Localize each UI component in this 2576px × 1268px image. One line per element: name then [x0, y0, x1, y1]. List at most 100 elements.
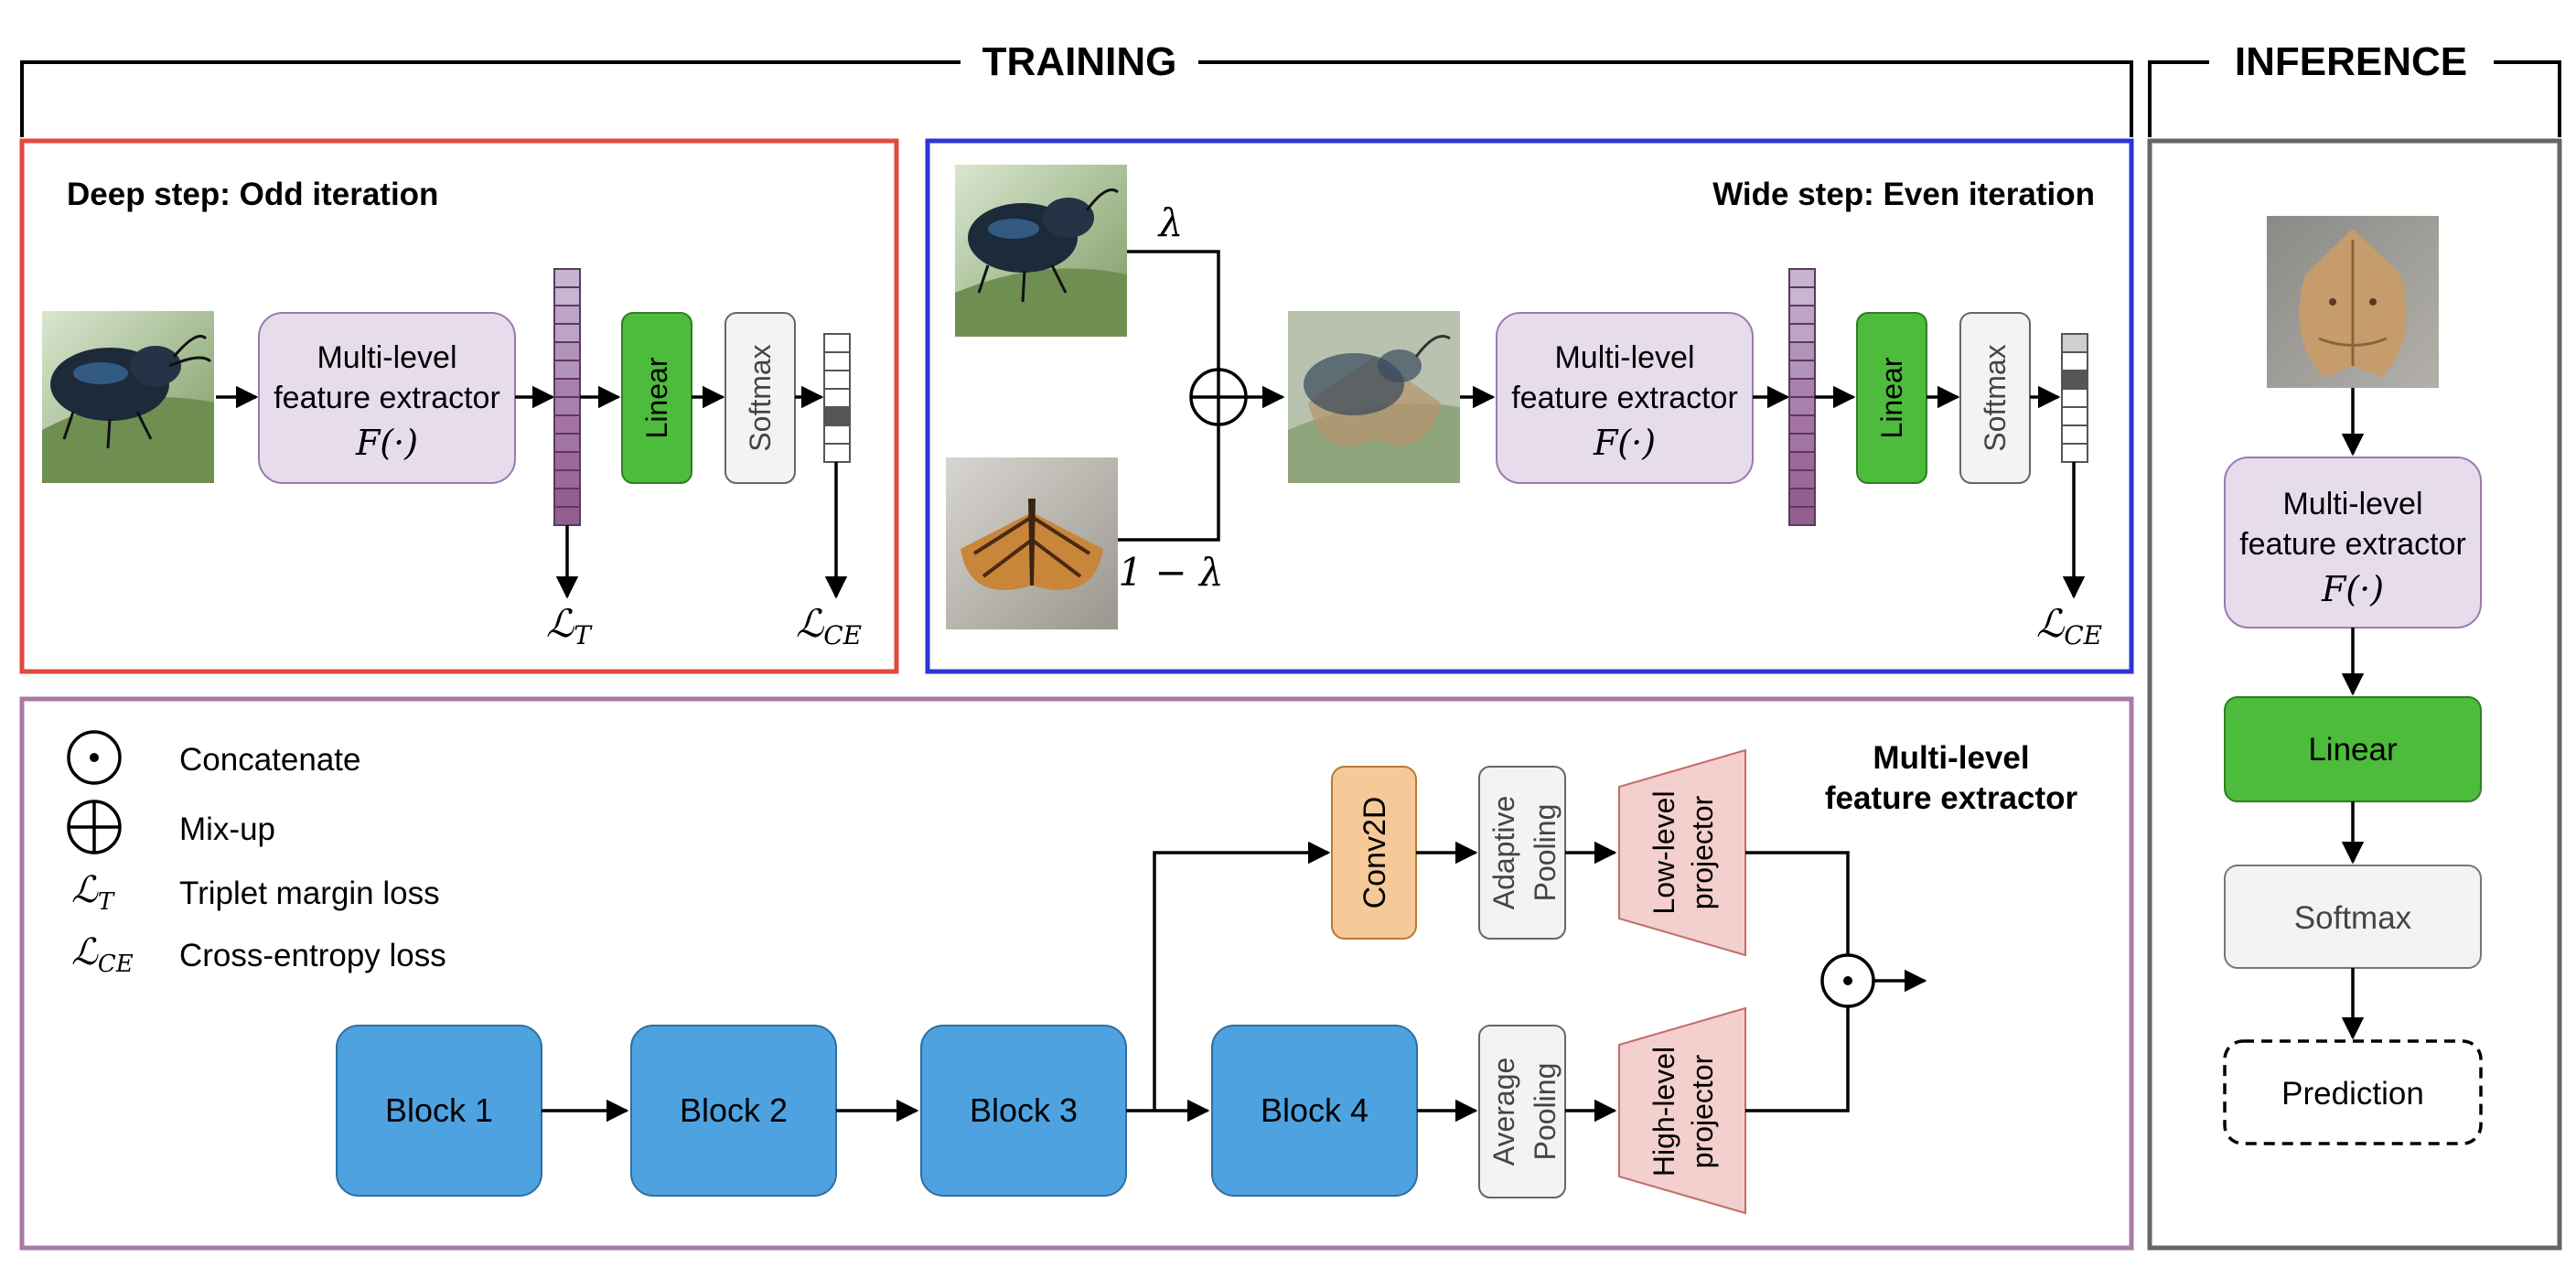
vector-cell — [2061, 388, 2088, 408]
vector-cell — [1788, 396, 1816, 416]
wide-prob-vector — [2061, 333, 2088, 463]
brown-moth-photo-icon — [2267, 216, 2439, 388]
vector-cell — [2061, 443, 2088, 463]
prediction-box — [2223, 1039, 2483, 1145]
vector-cell — [553, 286, 581, 306]
vector-cell — [1788, 341, 1816, 361]
adaptive-pooling-line1: Adaptive — [1487, 796, 1520, 910]
average-pooling-line1: Average — [1487, 1058, 1520, 1166]
inference-panel: Multi-level feature extractor F(·) Linea… — [2147, 138, 2562, 1251]
legend-triplet-symbol: ℒT — [71, 869, 115, 916]
concatenate-icon — [67, 730, 122, 785]
vector-cell — [1788, 305, 1816, 325]
deep-loss-t: ℒT — [546, 601, 593, 650]
vector-cell — [823, 388, 851, 408]
moth-photo-icon — [946, 457, 1118, 629]
vector-cell — [553, 378, 581, 398]
vector-cell — [553, 488, 581, 508]
wide-softmax-label: Softmax — [1979, 344, 2012, 451]
block-2-label: Block 2 — [680, 1091, 788, 1129]
vector-cell — [1788, 451, 1816, 471]
mixup-icon — [1189, 368, 1248, 426]
mixed-photo-icon — [1288, 311, 1460, 483]
vector-cell — [1788, 469, 1816, 489]
inference-extractor-fn: F(·) — [2321, 569, 2384, 609]
training-label: TRAINING — [982, 39, 1177, 84]
inference-extractor-line1: Multi-level — [2282, 487, 2422, 521]
vector-cell — [823, 370, 851, 390]
vector-cell — [1788, 323, 1816, 343]
vector-cell — [823, 424, 851, 445]
block-1-label: Block 1 — [385, 1091, 493, 1129]
mixup-icon — [67, 800, 122, 854]
low-projector-shape — [1618, 748, 1746, 957]
legend-mixup-label: Mix-up — [179, 811, 275, 847]
vector-cell — [823, 443, 851, 463]
vector-cell — [2061, 351, 2088, 371]
vector-cell — [553, 506, 581, 526]
vector-cell — [2061, 406, 2088, 426]
block-3-label: Block 3 — [970, 1091, 1078, 1129]
legend-triplet-label: Triplet margin loss — [179, 876, 440, 911]
wide-step-panel: Wide step: Even iteration λ 1 − λ — [925, 138, 2134, 674]
low-projector-line2: projector — [1686, 795, 1719, 909]
vector-cell — [2061, 370, 2088, 390]
deep-extractor-line2: feature extractor — [274, 381, 500, 415]
vector-cell — [2061, 333, 2088, 353]
wide-linear-label: Linear — [1875, 357, 1908, 438]
vector-cell — [1788, 414, 1816, 435]
vector-cell — [2061, 424, 2088, 445]
deep-extractor-line1: Multi-level — [317, 340, 456, 375]
block-4-label: Block 4 — [1261, 1091, 1368, 1129]
extractor-detail-title-2: feature extractor — [1825, 780, 2078, 816]
legend: Concatenate Mix-up ℒT Triplet margin los… — [67, 730, 446, 978]
vector-cell — [1788, 433, 1816, 453]
wide-extractor-line2: feature extractor — [1511, 381, 1738, 415]
vector-cell — [553, 433, 581, 453]
adaptive-pooling-line2: Pooling — [1529, 804, 1562, 902]
legend-ce-symbol: ℒCE — [71, 931, 134, 978]
high-projector-shape — [1618, 1006, 1746, 1215]
vector-cell — [1788, 360, 1816, 380]
vector-cell — [1788, 286, 1816, 306]
vector-cell — [1788, 268, 1816, 288]
beetle-photo-icon — [42, 311, 214, 483]
legend-ce-label: Cross-entropy loss — [179, 938, 446, 973]
deep-prob-vector — [823, 333, 851, 463]
wide-loss-ce: ℒCE — [2036, 601, 2102, 650]
wide-extractor-fn: F(·) — [1593, 423, 1656, 463]
vector-cell — [1788, 506, 1816, 526]
vector-cell — [553, 469, 581, 489]
extractor-detail-panel: Multi-level feature extractor Concatenat… — [19, 696, 2134, 1251]
extractor-detail-title-1: Multi-level — [1873, 740, 2029, 776]
one-minus-lambda-label: 1 − λ — [1118, 550, 1223, 595]
high-projector-line2: projector — [1686, 1054, 1719, 1168]
vector-cell — [553, 305, 581, 325]
legend-concatenate-label: Concatenate — [179, 742, 360, 778]
vector-cell — [1788, 378, 1816, 398]
vector-cell — [553, 323, 581, 343]
deep-step-panel: Deep step: Odd iteration Multi-level fea… — [19, 138, 899, 674]
vector-cell — [553, 451, 581, 471]
inference-bracket: INFERENCE — [2148, 39, 2561, 137]
wide-step-title: Wide step: Even iteration — [1712, 177, 2095, 212]
prediction-label: Prediction — [2281, 1076, 2424, 1112]
training-bracket: TRAINING — [20, 39, 2133, 137]
wide-extractor-line1: Multi-level — [1554, 340, 1694, 375]
inference-softmax-label: Softmax — [2294, 900, 2412, 936]
vector-cell — [823, 351, 851, 371]
average-pooling-line2: Pooling — [1529, 1063, 1562, 1161]
deep-step-title: Deep step: Odd iteration — [67, 177, 438, 212]
vector-cell — [553, 414, 581, 435]
deep-feature-vector — [553, 268, 581, 526]
low-projector-line1: Low-level — [1648, 790, 1680, 914]
vector-cell — [553, 341, 581, 361]
deep-softmax-label: Softmax — [744, 344, 777, 451]
vector-cell — [553, 268, 581, 288]
vector-cell — [1788, 488, 1816, 508]
inference-linear-label: Linear — [2308, 732, 2398, 768]
concatenate-icon — [1820, 953, 1875, 1008]
vector-cell — [553, 396, 581, 416]
high-projector-line1: High-level — [1648, 1047, 1680, 1177]
